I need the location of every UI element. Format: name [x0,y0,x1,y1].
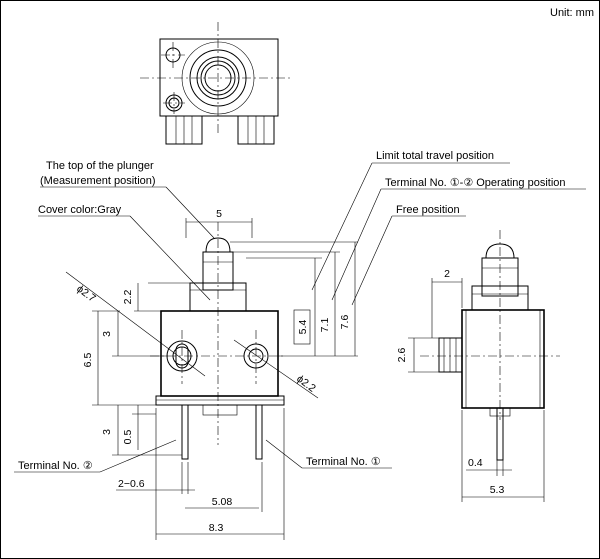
dim-free-height: 7.6 [339,315,351,330]
dim-hole-dia-small: ϕ2.2 [294,373,318,395]
dim-terminal-width: 2−0.6 [118,478,145,490]
dim-plunger-width: 5 [216,208,222,220]
unit-label: Unit: mm [550,7,594,19]
dim-operating-height: 7.1 [319,318,331,333]
side-dimensions: 2 2.6 0.4 5.3 [396,268,545,502]
top-view [140,22,292,145]
callout-cover-color: Cover color:Gray [38,204,122,216]
side-view [420,230,560,461]
front-dimensions: 5 2.2 3 6.5 3 0.5 ϕ2.7 ϕ2.2 2−0.6 [65,208,358,540]
front-callouts: The top of the plunger (Measurement posi… [14,150,586,473]
dim-terminal-step: 0.5 [122,430,134,445]
callout-limit-travel: Limit total travel position [376,150,494,162]
dim-plunger-offset: 2.2 [122,290,134,305]
dim-body-width: 8.3 [209,522,224,534]
callout-terminal-2: Terminal No. ② [18,460,93,472]
callout-terminal-1: Terminal No. ① [306,456,381,468]
callout-free-position: Free position [396,204,460,216]
callout-operating: Terminal No. ①-② Operating position [385,177,566,189]
dim-hole-spacing: 3 [101,331,113,337]
dim-terminal-gap: 3 [101,429,113,435]
dim-terminal-thickness: 0.4 [468,457,483,469]
front-view [150,222,285,460]
callout-measurement: (Measurement position) [40,175,156,187]
dim-side-depth: 5.3 [490,484,505,496]
dim-body-height: 6.5 [82,353,94,368]
dim-hole-dia-large: ϕ2.7 [74,283,98,305]
dim-terminal-pitch: 5.08 [212,496,233,508]
callout-plunger-top: The top of the plunger [46,160,154,172]
dim-limit-height: 5.4 [297,320,309,335]
dim-side-tab: 2.6 [396,348,408,363]
dim-side-offset: 2 [444,268,450,280]
